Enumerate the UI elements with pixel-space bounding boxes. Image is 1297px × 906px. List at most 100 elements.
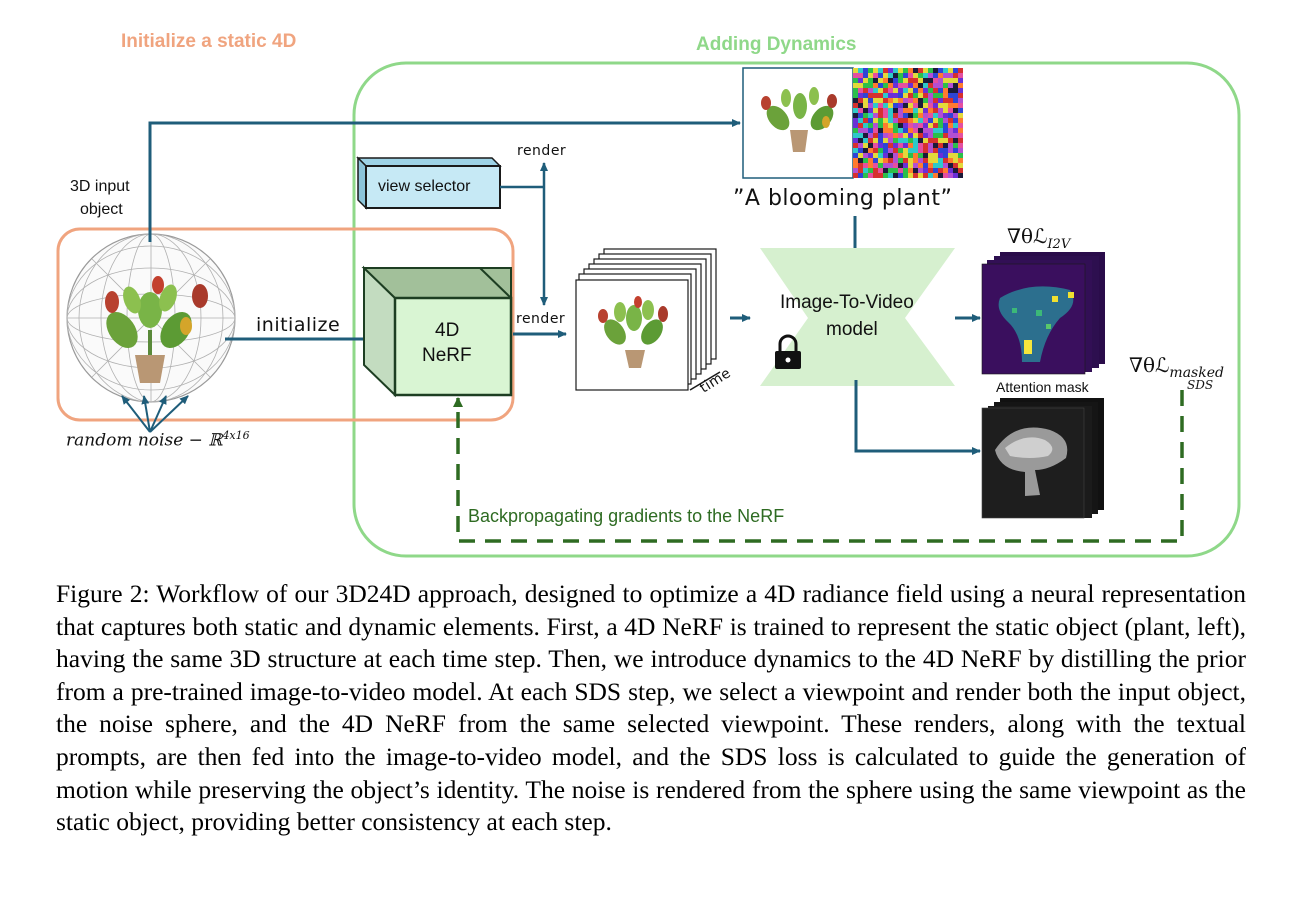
noise-pixel — [948, 108, 953, 113]
noise-pixel — [878, 173, 883, 178]
noise-pixel — [868, 83, 873, 88]
noise-pixel — [923, 128, 928, 133]
noise-pixel — [913, 158, 918, 163]
noise-pixel — [953, 128, 958, 133]
noise-pixel — [938, 88, 943, 93]
noise-pixel — [883, 88, 888, 93]
noise-pixel — [923, 73, 928, 78]
noise-pixel — [858, 98, 863, 103]
noise-pixel — [943, 143, 948, 148]
noise-pixel — [878, 153, 883, 158]
noise-pixel — [853, 168, 858, 173]
noise-pixel — [933, 88, 938, 93]
noise-pixel — [873, 133, 878, 138]
noise-pixel — [903, 73, 908, 78]
noise-pixel — [888, 173, 893, 178]
noise-pixel — [933, 108, 938, 113]
noise-pixel — [913, 128, 918, 133]
noise-pixel — [863, 133, 868, 138]
noise-pixel — [918, 68, 923, 73]
noise-pixel — [908, 83, 913, 88]
noise-pixel — [868, 163, 873, 168]
noise-pixel — [938, 173, 943, 178]
noise-pixel — [913, 73, 918, 78]
noise-pixel — [863, 108, 868, 113]
noise-pixel — [868, 108, 873, 113]
dynamics-frame — [352, 61, 1241, 558]
noise-pixel — [928, 88, 933, 93]
noise-pixel — [933, 98, 938, 103]
noise-pixel — [958, 108, 963, 113]
noise-pixel — [933, 158, 938, 163]
noise-pixel — [893, 113, 898, 118]
noise-pixel — [928, 78, 933, 83]
render-label-top: render — [517, 143, 567, 159]
dynamics-section-title: Adding Dynamics — [696, 34, 857, 55]
noise-pixel — [853, 133, 858, 138]
frame-stack — [575, 248, 717, 391]
noise-pixel — [923, 78, 928, 83]
noise-pixel — [868, 113, 873, 118]
noise-pixel — [888, 108, 893, 113]
time-arrow — [689, 371, 721, 391]
noise-pixel — [928, 158, 933, 163]
noise-pixel — [938, 118, 943, 123]
noise-pixel — [958, 138, 963, 143]
noise-pixel — [908, 68, 913, 73]
noise-pixel — [918, 108, 923, 113]
noise-pixel — [903, 163, 908, 168]
noise-pixel — [863, 143, 868, 148]
noise-pixel — [933, 78, 938, 83]
noise-pixel — [898, 78, 903, 83]
noise-pixel — [898, 118, 903, 123]
noise-pixel — [883, 143, 888, 148]
noise-pixel — [893, 88, 898, 93]
noise-pixel — [898, 73, 903, 78]
noise-pixel — [863, 153, 868, 158]
noise-pixel — [903, 138, 908, 143]
noise-pixel — [858, 138, 863, 143]
noise-pixel — [913, 98, 918, 103]
noise-pixel — [948, 148, 953, 153]
noise-pixel — [923, 138, 928, 143]
noise-pixel — [948, 158, 953, 163]
noise-pixel — [868, 148, 873, 153]
noise-pixel — [863, 128, 868, 133]
noise-pixel — [858, 83, 863, 88]
noise-sphere — [66, 233, 236, 433]
noise-pixel — [893, 78, 898, 83]
view-selector-label: view selector — [378, 178, 471, 195]
noise-pixel — [873, 108, 878, 113]
noise-pixel — [958, 68, 963, 73]
noise-pixel — [858, 153, 863, 158]
noise-pixel — [943, 168, 948, 173]
noise-pixel — [933, 73, 938, 78]
noise-pixel — [868, 143, 873, 148]
noise-pixel — [858, 163, 863, 168]
noise-pixel — [918, 173, 923, 178]
noise-pixel — [903, 78, 908, 83]
noise-pixel — [913, 68, 918, 73]
noise-pixel — [853, 173, 858, 178]
model-label-line1: Image-To-Video — [780, 292, 914, 313]
noise-pixel — [893, 173, 898, 178]
noise-pixel — [923, 98, 928, 103]
backprop-label: Backpropagating gradients to the NeRF — [468, 506, 785, 526]
noise-pixel — [863, 88, 868, 93]
noise-pixel — [878, 103, 883, 108]
noise-pixel — [953, 73, 958, 78]
noise-pixel — [883, 128, 888, 133]
noise-pixel — [888, 88, 893, 93]
noise-pixel — [908, 73, 913, 78]
noise-pixel — [873, 103, 878, 108]
noise-pixel — [868, 103, 873, 108]
noise-pixel — [923, 143, 928, 148]
noise-pixel — [903, 153, 908, 158]
noise-pixel — [893, 168, 898, 173]
noise-pixel — [878, 148, 883, 153]
noise-pixel — [853, 93, 858, 98]
noise-pixel — [938, 168, 943, 173]
noise-pixel — [938, 108, 943, 113]
noise-pixel — [948, 88, 953, 93]
noise-pixel — [928, 98, 933, 103]
